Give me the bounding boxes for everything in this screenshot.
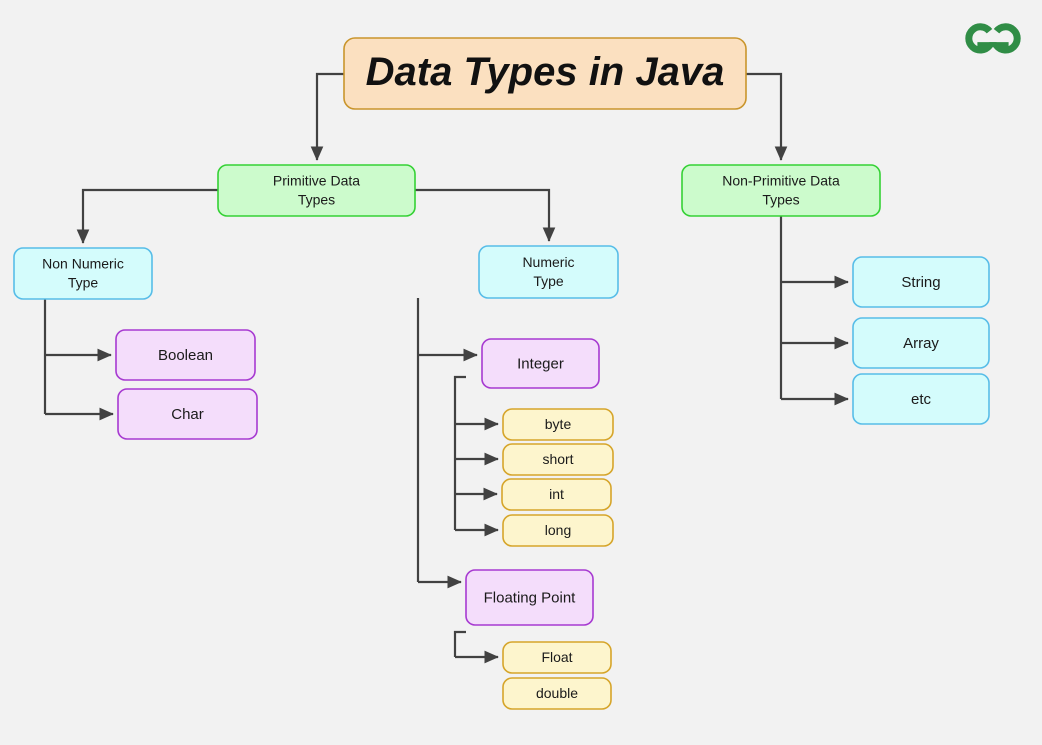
node-int-box — [501, 478, 612, 511]
node-boolean-box — [115, 329, 256, 381]
node-long[interactable]: long — [502, 514, 614, 547]
node-float-box — [502, 641, 612, 674]
edge-floating-point-trunk — [453, 630, 466, 657]
node-etc[interactable]: etc — [852, 373, 990, 425]
logo-left-g-icon — [965, 23, 997, 54]
node-long-label: long — [545, 522, 571, 538]
node-double-label: double — [536, 685, 578, 701]
edge-title-to-non-primitive — [746, 72, 788, 161]
node-byte-box — [502, 408, 614, 441]
node-integer-box — [481, 338, 600, 389]
node-primitive-data-types-box — [217, 164, 416, 217]
node-long-box — [502, 514, 614, 547]
logo-right-g-icon — [989, 23, 1021, 54]
node-floating-point-label: Floating Point — [484, 589, 577, 606]
node-non-primitive-data-types-label: Types — [762, 192, 799, 208]
node-numeric-type-box — [478, 245, 619, 299]
node-short-label: short — [542, 451, 573, 467]
node-array-label: Array — [903, 335, 939, 352]
node-numeric-type-label: Type — [533, 273, 564, 289]
connector-layer — [43, 72, 849, 664]
node-float[interactable]: Float — [502, 641, 612, 674]
diagram-title: Data Types in Java — [343, 37, 747, 110]
node-array[interactable]: Array — [852, 317, 990, 369]
edge-title-to-primitive — [310, 72, 344, 161]
node-int[interactable]: int — [501, 478, 612, 511]
node-non-numeric-type-label: Non Numeric — [42, 256, 124, 272]
node-string-label: String — [901, 274, 940, 291]
node-string[interactable]: String — [852, 256, 990, 308]
node-byte-label: byte — [545, 416, 572, 432]
node-floating-point-box — [465, 569, 594, 626]
node-short-box — [502, 443, 614, 476]
node-double-box — [502, 677, 612, 710]
node-etc-label: etc — [911, 391, 932, 408]
page-title: Data Types in Java — [366, 50, 725, 94]
node-non-primitive-data-types-box — [681, 164, 881, 217]
node-numeric-type-label: Numeric — [522, 254, 574, 270]
geeksforgeeks-logo[interactable] — [965, 23, 1021, 54]
node-char-box — [117, 388, 258, 440]
node-primitive-data-types-label: Types — [298, 192, 335, 208]
node-byte[interactable]: byte — [502, 408, 614, 441]
node-integer[interactable]: Integer — [481, 338, 600, 389]
node-non-primitive-data-types-label: Non-Primitive Data — [722, 173, 840, 189]
node-float-label: Float — [541, 649, 572, 665]
edge-primitive-to-non-numeric — [76, 188, 218, 244]
node-array-box — [852, 317, 990, 369]
node-non-numeric-type-label: Type — [68, 275, 99, 291]
node-non-numeric-type-box — [13, 247, 153, 300]
node-boolean-label: Boolean — [158, 347, 213, 364]
node-double[interactable]: double — [502, 677, 612, 710]
node-short[interactable]: short — [502, 443, 614, 476]
node-string-box — [852, 256, 990, 308]
edge-integer-trunk — [453, 375, 466, 530]
node-boolean[interactable]: Boolean — [115, 329, 256, 381]
node-floating-point[interactable]: Floating Point — [465, 569, 594, 626]
node-char[interactable]: Char — [117, 388, 258, 440]
node-int-label: int — [549, 486, 564, 502]
node-integer-label: Integer — [517, 355, 564, 372]
node-etc-box — [852, 373, 990, 425]
node-primitive-data-types-label: Primitive Data — [273, 173, 360, 189]
edge-primitive-to-numeric — [415, 188, 556, 242]
node-char-label: Char — [171, 406, 204, 423]
